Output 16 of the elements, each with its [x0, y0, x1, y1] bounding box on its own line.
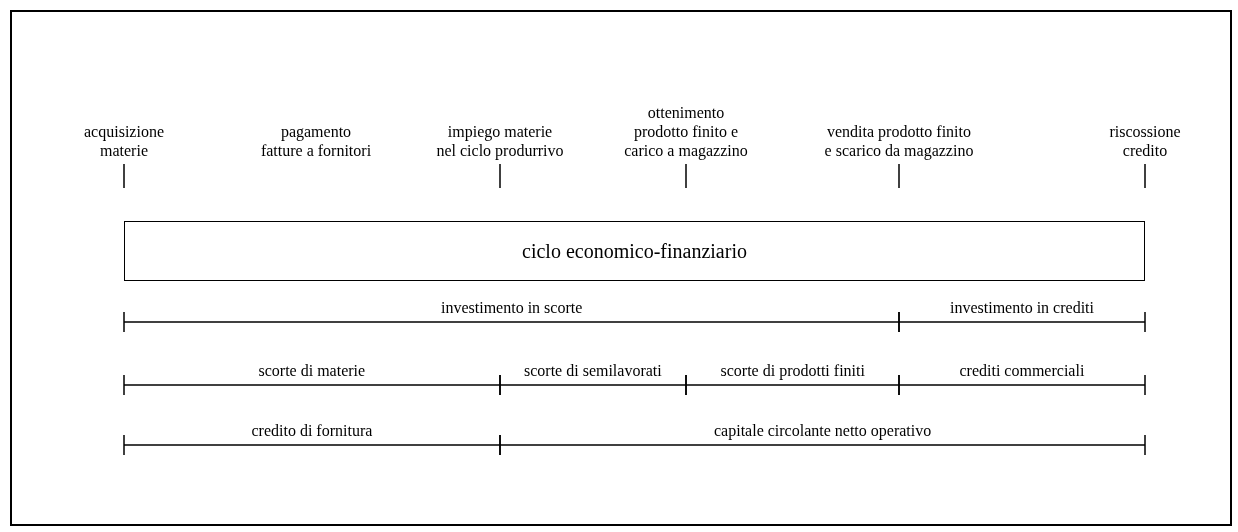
event-label: ottenimento prodotto finito e carico a magazzino	[623, 103, 749, 160]
interval-label: credito di fornitura	[251, 421, 373, 440]
event-label: riscossione credito	[1108, 122, 1182, 160]
event-label: impiego materie nel ciclo produrrivo	[435, 122, 565, 160]
interval-label: investimento in scorte	[441, 298, 583, 317]
event-label: acquisizione materie	[83, 122, 165, 160]
interval-label: investimento in crediti	[950, 298, 1094, 317]
event-label: pagamento fatture a fornitori	[259, 122, 373, 160]
interval-label: scorte di semilavorati	[524, 361, 662, 380]
interval-label: scorte di prodotti finiti	[720, 361, 865, 380]
interval-label: capitale circolante netto operativo	[714, 421, 932, 440]
interval-label: scorte di materie	[258, 361, 366, 380]
cycle-bar	[124, 221, 1145, 281]
event-label: vendita prodotto finito e scarico da magazzino	[823, 122, 975, 160]
interval-label: crediti commerciali	[959, 361, 1085, 380]
bar-title: ciclo economico-finanziario	[522, 239, 747, 263]
